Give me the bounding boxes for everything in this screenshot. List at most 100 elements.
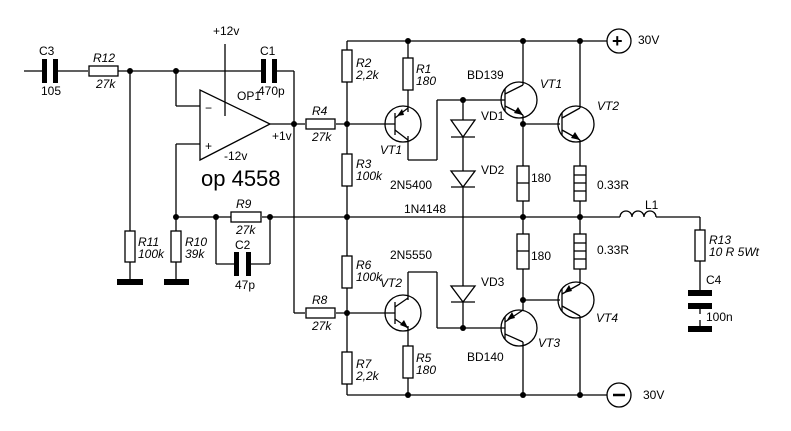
driver-lower-part: BD140 bbox=[467, 350, 504, 364]
junction-dot bbox=[344, 214, 350, 220]
transistor-body bbox=[557, 281, 595, 319]
r9-ref: R9 bbox=[236, 197, 252, 211]
junction-dot bbox=[405, 38, 411, 44]
opamp-minus-sign: − bbox=[205, 101, 212, 115]
resistor-r10: R10 39k bbox=[170, 230, 207, 263]
junction-dot bbox=[267, 214, 273, 220]
c1-ref: C1 bbox=[260, 44, 276, 58]
capacitor-plate bbox=[246, 252, 251, 276]
diode-vd1: VD1 bbox=[449, 109, 505, 139]
output-upper-ref: VT2 bbox=[597, 99, 619, 113]
resistor-body bbox=[230, 211, 262, 223]
junction-dot bbox=[520, 392, 526, 398]
vd3-ref: VD3 bbox=[481, 275, 505, 289]
emitter-arrow bbox=[397, 109, 404, 116]
opamp-vminus: -12v bbox=[224, 149, 247, 163]
plus-terminal-icon bbox=[606, 28, 632, 54]
resistor-value: 180 bbox=[531, 249, 551, 263]
r10-ref: R10 bbox=[185, 235, 207, 249]
opamp-ref: OP1 bbox=[237, 89, 261, 103]
resistor-r3: R3 100k bbox=[341, 153, 383, 187]
pre-upper-ref: VT1 bbox=[380, 143, 402, 157]
r7-value: 2,2k bbox=[355, 369, 380, 383]
r12-value: 27k bbox=[95, 77, 116, 91]
capacitor-plate bbox=[261, 59, 266, 83]
r4-ref: R4 bbox=[312, 104, 328, 118]
resistor-body bbox=[341, 351, 353, 385]
capacitor-plate bbox=[234, 252, 239, 276]
opamp-plus-sign: + bbox=[205, 139, 212, 153]
transistor-body bbox=[557, 105, 595, 143]
c1-value: 470p bbox=[258, 84, 285, 98]
r5-value: 180 bbox=[416, 363, 436, 377]
transistor-driver-lower: VT3 BD140 bbox=[467, 309, 560, 364]
c3-value: 105 bbox=[41, 84, 61, 98]
resistor-body bbox=[170, 230, 182, 263]
transistor-pre-upper: VT1 2N5400 bbox=[380, 105, 432, 192]
capacitor-plate bbox=[688, 326, 712, 332]
resistor-r6: R6 100k bbox=[341, 255, 383, 289]
transistor-output-upper: VT2 bbox=[557, 99, 619, 143]
capacitor-plate bbox=[688, 303, 712, 309]
emitter-arrow bbox=[564, 285, 572, 293]
junction-dot bbox=[577, 392, 583, 398]
junction-dot bbox=[520, 38, 526, 44]
r3-value: 100k bbox=[356, 169, 383, 183]
wires bbox=[24, 40, 701, 396]
transistor-collector bbox=[394, 129, 409, 141]
l1-ref: L1 bbox=[645, 198, 659, 212]
transistor-collector bbox=[561, 305, 581, 317]
opamp-vplus: +12v bbox=[213, 24, 239, 38]
output-lower-ref: VT4 bbox=[596, 311, 618, 325]
junctions bbox=[127, 38, 583, 398]
r2-ref: R2 bbox=[356, 56, 372, 70]
transistor-body bbox=[500, 81, 538, 119]
resistor-value: 0.33R bbox=[597, 178, 629, 192]
diode-vd3: VD3 bbox=[449, 275, 505, 304]
r8-ref: R8 bbox=[312, 293, 328, 307]
junction-dot bbox=[520, 121, 526, 127]
junction-dot bbox=[344, 121, 350, 127]
r1-value: 180 bbox=[416, 74, 436, 88]
resistor-body bbox=[305, 118, 336, 130]
driver-upper-ref: VT1 bbox=[540, 77, 562, 91]
resistor-r4: R4 27k bbox=[305, 104, 336, 144]
diode-vd2: VD2 bbox=[449, 163, 505, 189]
pre-lower-ref: VT2 bbox=[380, 276, 402, 290]
junction-dot bbox=[344, 310, 350, 316]
transistor-body bbox=[384, 105, 422, 143]
resistor-body bbox=[341, 153, 353, 187]
junction-dot bbox=[460, 97, 466, 103]
resistor-r9: R9 27k bbox=[230, 197, 262, 237]
resistor-r12: R12 27k bbox=[88, 51, 119, 91]
junction-dot bbox=[577, 38, 583, 44]
resistor-r7: R7 2,2k bbox=[341, 351, 380, 385]
resistor-r13: R13 10 R 5Wt bbox=[694, 229, 760, 262]
supply-positive: + 30V bbox=[606, 28, 659, 54]
r13-ref: R13 bbox=[709, 233, 731, 247]
vd2-ref: VD2 bbox=[481, 163, 505, 177]
resistor-body bbox=[341, 255, 353, 289]
emitter-arrow bbox=[400, 320, 408, 328]
junction-dot bbox=[520, 297, 526, 303]
resistor-r8: R8 27k bbox=[305, 293, 336, 333]
resistor-driver-lower: 180 bbox=[516, 233, 551, 270]
capacitor-plate bbox=[272, 59, 277, 83]
supply-positive-label: 30V bbox=[638, 33, 659, 47]
r6-value: 100k bbox=[356, 270, 383, 284]
inductor-coil bbox=[619, 210, 674, 218]
resistor-body bbox=[694, 229, 706, 262]
diode-triangle bbox=[449, 285, 477, 304]
transistor-driver-upper: VT1 BD139 bbox=[467, 68, 562, 119]
diode-triangle bbox=[449, 119, 477, 139]
junction-dot bbox=[460, 325, 466, 331]
r11-ref: R11 bbox=[138, 235, 159, 249]
supply-negative: 30V bbox=[606, 382, 664, 408]
resistor-emitter-upper: 0.33R bbox=[573, 165, 629, 202]
r7-ref: R7 bbox=[356, 357, 373, 371]
capacitor-plate bbox=[42, 59, 47, 83]
c4-value: 100n bbox=[706, 310, 733, 324]
ground-symbol bbox=[164, 279, 189, 285]
opamp-op1: − + OP1 +12v -12v +1v op 4558 bbox=[199, 24, 292, 191]
resistor-value: 0.33R bbox=[597, 243, 629, 257]
